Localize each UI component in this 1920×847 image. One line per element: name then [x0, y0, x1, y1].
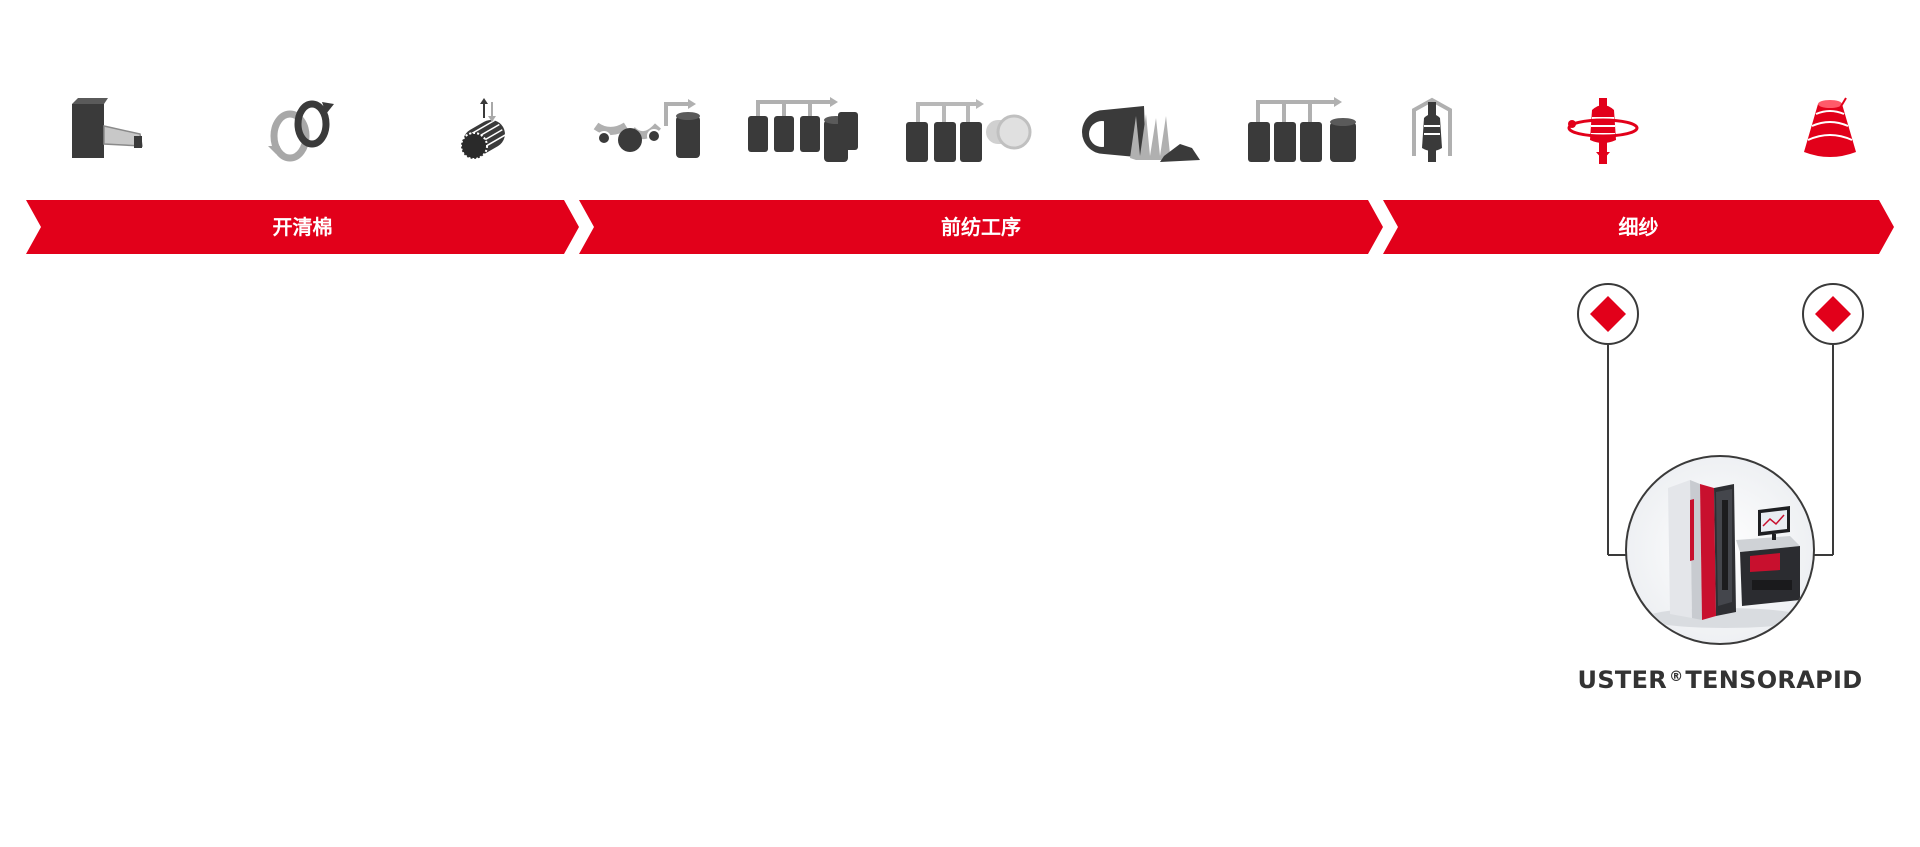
stage-banner-ring-spinning: 细纱 [1383, 200, 1894, 254]
yarn-cone-icon [1800, 96, 1860, 166]
ring-spinning-icon [1566, 96, 1640, 166]
second-draw-frame-icon [1246, 96, 1360, 166]
tensorapid-instrument-icon [1625, 455, 1815, 645]
stage-label-opening: 开清棉 [272, 215, 333, 239]
carding-drum-icon [454, 96, 514, 166]
cleaner-icon [264, 96, 340, 166]
stage-label-ring-spinning: 细纱 [1618, 215, 1659, 239]
roving-frame-icon [1410, 96, 1456, 166]
lap-former-icon [904, 96, 1034, 166]
draw-frame-icon [746, 96, 860, 166]
measurement-point-ring-spinning-icon [1577, 283, 1639, 345]
connector-lines [1607, 345, 1834, 556]
stage-label-preparation: 前纺工序 [941, 215, 1021, 239]
comber-icon [1080, 96, 1204, 166]
stage-banner-opening: 开清棉 [26, 200, 579, 254]
product-name: TENSORAPID [1685, 666, 1863, 694]
measurement-point-winding-icon [1802, 283, 1864, 345]
product-name-label: USTER®TENSORAPID [1540, 666, 1900, 694]
stage-banner-preparation: 前纺工序 [579, 200, 1383, 254]
card-machine-icon [592, 96, 704, 166]
product-brand: USTER [1577, 666, 1668, 694]
registered-mark: ® [1669, 669, 1684, 685]
bale-opener-icon [70, 96, 146, 166]
